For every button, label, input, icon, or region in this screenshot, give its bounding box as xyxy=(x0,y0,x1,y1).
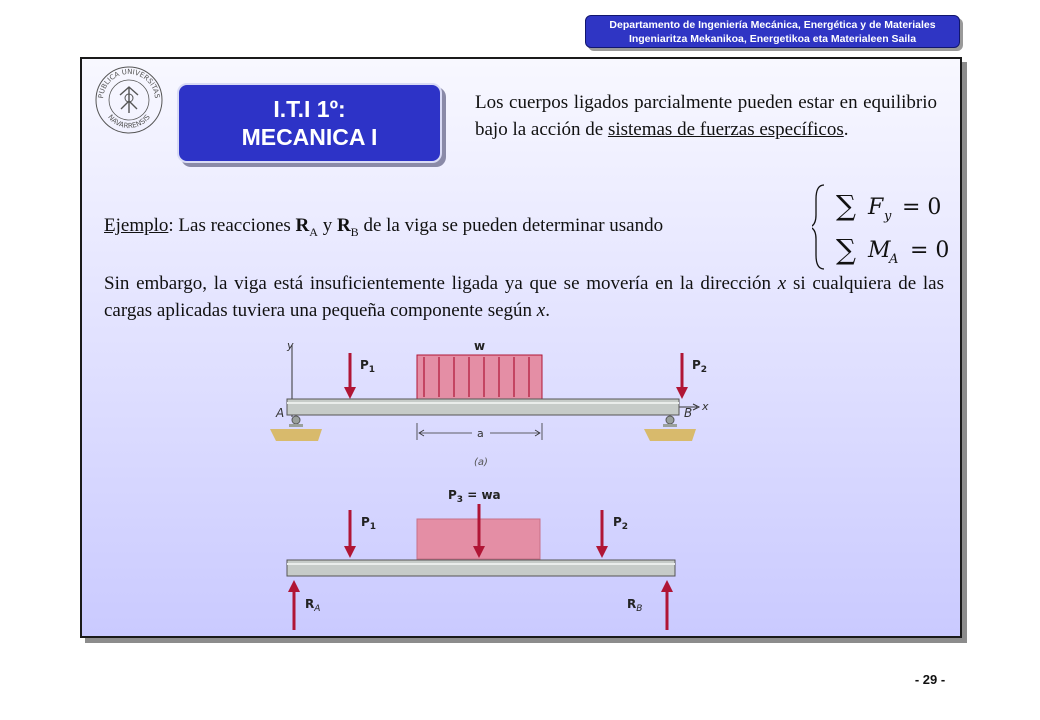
force-p3-arrow-icon xyxy=(473,504,485,558)
example-label: Ejemplo xyxy=(104,215,169,236)
force-p1-label: P1 xyxy=(360,358,375,375)
course-title: MECANICA I xyxy=(241,124,378,150)
intro-underlined-term: sistemas de fuerzas específicos xyxy=(607,119,844,140)
department-banner: Departamento de Ingeniería Mecánica, Ene… xyxy=(585,15,960,48)
eq1-variable: F xyxy=(867,195,884,220)
constraint-text-2: si cualquiera de las cargas aplicadas tu… xyxy=(104,273,944,321)
reaction-ra-symbol: R xyxy=(295,215,310,236)
beam-diagram-a: y x w P1 P2 A xyxy=(270,339,709,468)
course-code: I.T.I 1º: xyxy=(273,96,346,122)
force-p1-arrow-icon xyxy=(344,510,356,558)
university-seal-logo: PUBLICA UNIVERSITAS NAVARRENSIS xyxy=(95,66,163,134)
constraint-text-3: . xyxy=(545,300,550,321)
support-a-icon xyxy=(270,415,322,441)
x-direction-2: x xyxy=(536,300,546,321)
reaction-ra-label: RA xyxy=(305,597,320,614)
left-brace-icon xyxy=(812,184,825,270)
example-text-2: y xyxy=(317,215,337,236)
reaction-ra-subscript: A xyxy=(309,224,318,239)
force-p1-arrow-icon xyxy=(344,353,356,399)
force-p2-label: P2 xyxy=(692,358,707,375)
free-body-diagram-b: P3 = wa P1 P2 RA RB xyxy=(286,488,676,630)
svg-text:NAVARRENSIS: NAVARRENSIS xyxy=(106,113,152,130)
distributed-load-w xyxy=(416,354,543,401)
reaction-ra-arrow-icon xyxy=(288,580,300,630)
intro-text: Los cuerpos ligados parcialmente pueden … xyxy=(475,92,937,140)
force-p3-label: P3 = wa xyxy=(448,488,501,505)
eq1-subscript: y xyxy=(883,209,892,224)
eq2-subscript: A xyxy=(888,252,898,267)
course-badge: I.T.I 1º: MECANICA I xyxy=(177,83,442,163)
force-p2-arrow-icon xyxy=(596,510,608,558)
eq1-rhs: = 0 xyxy=(902,195,941,220)
support-b-icon xyxy=(644,415,696,441)
example-sentence: Ejemplo: Las reacciones RA y RB de la vi… xyxy=(104,212,663,246)
reaction-rb-symbol: R xyxy=(336,215,351,236)
x-axis-label: x xyxy=(701,400,709,413)
eq2-rhs: = 0 xyxy=(910,238,949,263)
example-text-1: : Las reacciones xyxy=(168,215,296,236)
y-axis-label: y xyxy=(286,339,294,352)
intro-period: . xyxy=(843,119,849,140)
sum-symbol-icon: ∑ xyxy=(836,189,856,222)
reaction-rb-arrow-icon xyxy=(661,580,673,630)
department-name-es: Departamento de Ingeniería Mecánica, Ene… xyxy=(609,19,936,31)
page-number: - 29 - xyxy=(914,672,946,687)
beam xyxy=(286,398,680,416)
reaction-rb-subscript: B xyxy=(350,224,359,239)
force-p1-label: P1 xyxy=(361,515,376,532)
intro-paragraph: Los cuerpos ligados parcialmente pueden … xyxy=(475,89,937,143)
department-name-eu: Ingeniaritza Mekanikoa, Energetikoa eta … xyxy=(628,33,917,45)
sum-symbol-icon: ∑ xyxy=(836,233,856,266)
point-b-label: B xyxy=(684,406,692,420)
load-w-label: w xyxy=(474,339,485,353)
example-text-3: de la viga se pueden determinar usando xyxy=(358,215,664,236)
dimension-a xyxy=(416,423,543,440)
eq2-variable: M xyxy=(867,238,891,263)
constraint-paragraph: Sin embargo, la viga está insuficienteme… xyxy=(104,270,944,324)
equilibrium-equations: ∑ F y = 0 ∑ M A = 0 xyxy=(812,184,949,270)
seal-text-bottom: NAVARRENSIS xyxy=(106,113,152,130)
beam xyxy=(286,559,676,577)
point-a-label: A xyxy=(275,406,284,420)
slide-frame: PUBLICA UNIVERSITAS NAVARRENSIS I.T.I 1º… xyxy=(80,57,962,638)
force-p2-arrow-icon xyxy=(676,353,688,399)
reaction-rb-label: RB xyxy=(627,597,642,614)
force-p2-label: P2 xyxy=(613,515,628,532)
x-direction-1: x xyxy=(777,273,787,294)
dimension-a-label: a xyxy=(477,427,484,440)
constraint-text-1: Sin embargo, la viga está insuficienteme… xyxy=(104,273,778,294)
figure-caption: (a) xyxy=(474,457,488,468)
